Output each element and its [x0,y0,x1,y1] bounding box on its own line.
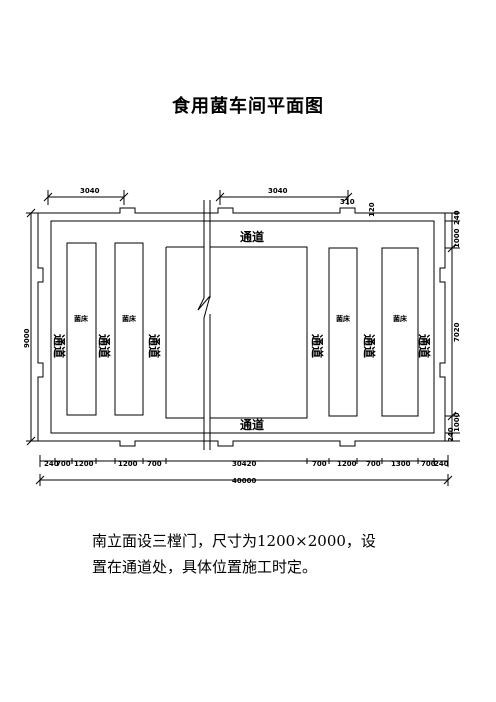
dim-bottom-seg: 240 [434,460,449,468]
dim-bottom-seg: 700 [421,460,436,468]
dim-right-wall-bottom: 240 [447,427,455,442]
note-line-2: 置在通道处，具体位置施工时定。 [92,558,318,576]
dim-bottom-seg: 1200 [118,460,138,468]
dim-bottom-seg: 700 [366,460,381,468]
dim-bottom-seg: 700 [56,460,71,468]
corridor-label-vertical: 通道 [52,334,67,358]
break-line [197,200,211,450]
corridor-label-vertical: 通道 [362,334,377,358]
dim-right-wall-top: 240 [453,210,461,225]
corridor-label-bottom: 通道 [240,417,264,432]
dim-bottom-seg: 30420 [232,460,256,468]
dim-bottom-seg: 1200 [337,460,357,468]
corridor-label-vertical: 通道 [97,334,112,358]
dim-left-overall: 9000 [23,328,31,348]
dim-bottom-seg: 240 [44,460,59,468]
corridor-label-vertical: 通道 [147,334,162,358]
note-line-1: 南立面设三樘门，尺寸为1200×2000，设 [92,532,376,550]
dim-right-mid: 7020 [453,322,461,342]
dim-right-top: 1000 [453,228,461,248]
dim-top-door: 310 [340,198,355,206]
bed-label: 菌床 [122,314,137,323]
bed-4 [381,247,419,417]
dim-bottom-seg: 700 [312,460,327,468]
bed-label: 菌床 [393,314,408,323]
inner-wall [50,220,435,434]
bed-3 [328,247,358,417]
bed-label: 菌床 [336,314,351,323]
dim-bottom-seg: 1200 [74,460,94,468]
construction-note: 南立面设三樘门，尺寸为1200×2000，设 置在通道处，具体位置施工时定。 [92,528,442,580]
dim-top-right: 3040 [268,187,288,195]
dim-right-bottom: 1000 [453,412,461,432]
corridor-label-vertical: 通道 [310,334,325,358]
bed-1 [66,242,97,416]
dim-bottom-seg: 700 [147,460,162,468]
dim-bottom-total: 40000 [232,477,256,485]
dim-top-left: 3040 [80,187,100,195]
dim-bottom-seg: 1300 [391,460,411,468]
drawing-title: 食用菌车间平面图 [172,96,324,117]
corridor-label-vertical: 通道 [417,334,432,358]
center-room [165,246,308,419]
corridor-label-top: 通道 [240,229,264,244]
bed-2 [114,242,144,416]
dim-top-wall: 120 [368,202,376,217]
bed-label: 菌床 [74,314,89,323]
